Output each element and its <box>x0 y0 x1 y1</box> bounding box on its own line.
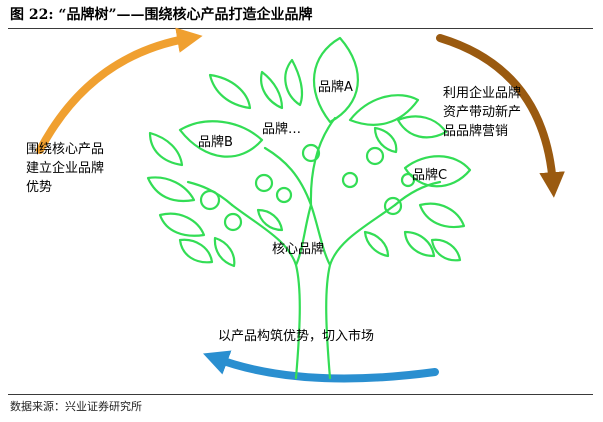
tree-trunk <box>230 203 397 380</box>
tree-branches <box>186 116 442 207</box>
bottom-description: 以产品构筑优势，切入市场 <box>218 329 375 344</box>
left-curved-arrow <box>36 27 203 154</box>
title-divider <box>8 28 593 29</box>
leaf-label-brand-a: 品牌A <box>318 80 353 95</box>
right-description-line: 资产带动新产 <box>443 105 522 120</box>
right-curved-arrow <box>436 34 565 198</box>
left-description: 围绕核心产品 建立企业品牌 优势 <box>26 140 104 197</box>
leaf-label-brand-b: 品牌B <box>198 135 233 150</box>
trunk-label: 核心品牌 <box>272 242 325 257</box>
leaves <box>146 36 472 268</box>
right-description-line: 品品牌营销 <box>443 124 509 139</box>
fruits <box>199 143 416 232</box>
figure-source: 数据来源：兴业证券研究所 <box>10 400 142 413</box>
tree <box>146 36 472 380</box>
figure-title: 图 22: “品牌树”——围绕核心产品打造企业品牌 <box>10 7 313 23</box>
leaf-label-brand-more: 品牌… <box>262 122 302 137</box>
left-description-line: 建立企业品牌 <box>26 161 105 176</box>
right-description: 利用企业品牌 资产带动新产 品品牌营销 <box>443 84 521 141</box>
source-divider <box>8 394 593 395</box>
leaf-label-brand-c: 品牌C <box>412 168 448 183</box>
right-description-line: 利用企业品牌 <box>443 86 522 101</box>
left-description-line: 优势 <box>26 180 53 195</box>
left-description-line: 围绕核心产品 <box>26 142 105 157</box>
bottom-curved-arrow <box>203 350 439 383</box>
